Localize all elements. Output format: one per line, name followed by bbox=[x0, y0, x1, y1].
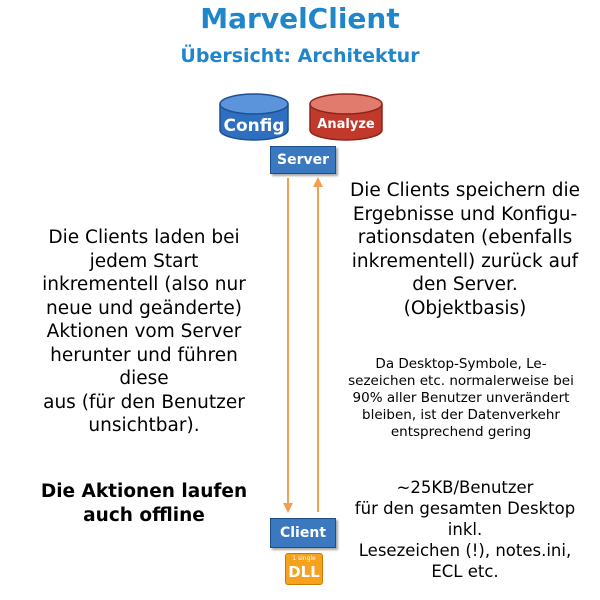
text-line: diese bbox=[119, 368, 169, 389]
text-line: inkrementell (also nur bbox=[42, 274, 246, 295]
text-line: herunter und führen bbox=[50, 344, 238, 366]
text-line: ECL etc. bbox=[431, 562, 499, 581]
text-line: für den gesamten Desktop bbox=[354, 499, 576, 518]
text-line: bleiben, ist der Datenverkehr bbox=[362, 407, 560, 423]
client-download-description: Die Clients laden bei jedem Start inkrem… bbox=[20, 226, 268, 438]
text-line: neue und geänderte) bbox=[46, 297, 242, 319]
text-line: rationsdaten (ebenfalls bbox=[357, 227, 573, 248]
page-title: MarvelClient bbox=[200, 2, 400, 35]
traffic-note: Da Desktop-Symbole, Le- sezeichen etc. n… bbox=[322, 356, 600, 441]
text-line: inkl. bbox=[447, 520, 483, 539]
data-size-note: ~25KB/Benutzer für den gesamten Desktop … bbox=[330, 477, 600, 582]
text-line: sezeichen etc. normalerweise bei bbox=[348, 373, 574, 389]
config-label: Config bbox=[223, 116, 284, 136]
dll-label: DLL bbox=[288, 563, 320, 581]
dll-caption: 1 single bbox=[292, 555, 316, 562]
text-line: ~25KB/Benutzer bbox=[396, 478, 534, 497]
text-line: den Server. bbox=[412, 274, 518, 295]
page-subtitle: Übersicht: Architektur bbox=[180, 45, 420, 67]
text-line: Die Clients speichern die bbox=[349, 180, 581, 201]
text-line: unsichtbar). bbox=[88, 415, 200, 436]
server-node: Server bbox=[270, 146, 336, 174]
offline-note: Die Aktionen laufen auch offline bbox=[20, 480, 268, 527]
text-line: jedem Start bbox=[89, 250, 199, 272]
analyze-label: Analyze bbox=[317, 117, 375, 132]
text-line: (Objektbasis) bbox=[403, 297, 527, 319]
text-line: Ergebnisse und Konfigu- bbox=[352, 203, 578, 225]
text-line: Da Desktop-Symbole, Le- bbox=[375, 356, 547, 372]
text-line: inkrementell) zurück auf bbox=[351, 250, 579, 272]
text-line: Die Aktionen laufen bbox=[40, 481, 248, 502]
text-line: Lesezeichen (!), notes.ini, bbox=[358, 541, 572, 560]
text-line: aus (für den Benutzer bbox=[43, 391, 245, 413]
config-database-icon: Config bbox=[219, 93, 289, 141]
text-line: Aktionen vom Server bbox=[46, 321, 242, 342]
analyze-database-icon: Analyze bbox=[309, 93, 383, 141]
text-line: 90% aller Benutzer unverändert bbox=[352, 390, 570, 406]
dll-badge: 1 single DLL bbox=[285, 553, 323, 585]
client-node: Client bbox=[270, 518, 336, 548]
client-upload-description: Die Clients speichern die Ergebnisse und… bbox=[330, 179, 600, 320]
text-line: entsprechend gering bbox=[390, 424, 532, 440]
text-line: auch offline bbox=[83, 504, 205, 526]
text-line: Die Clients laden bei bbox=[48, 227, 240, 248]
